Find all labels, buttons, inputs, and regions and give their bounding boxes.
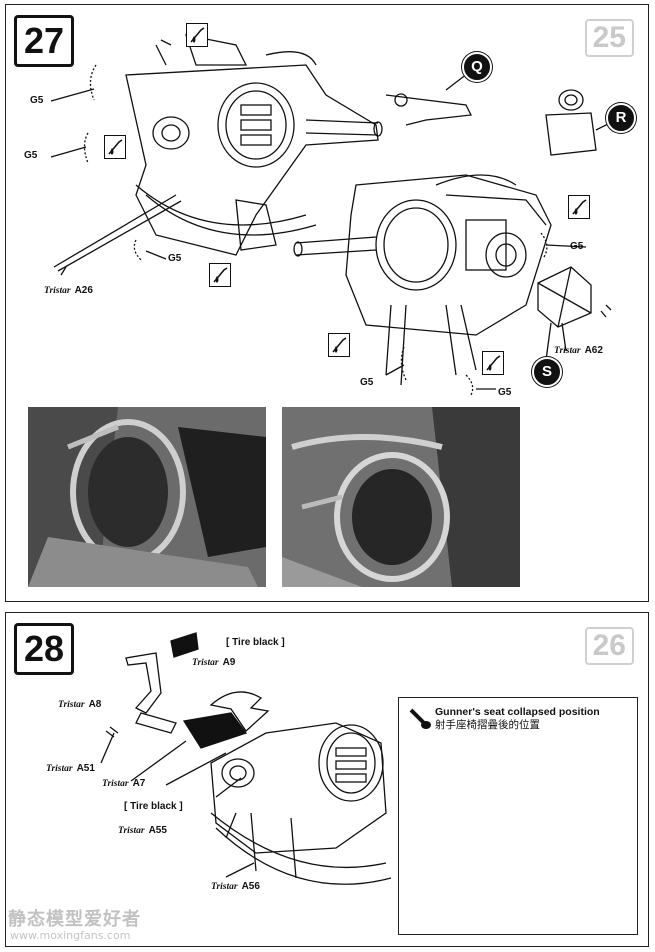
glue-icon: [209, 263, 231, 287]
label-g5: G5: [30, 95, 44, 106]
tristar-brand: Tristar: [44, 286, 71, 296]
reference-photo-right: [282, 407, 520, 587]
inset-title: Gunner's seat collapsed position 射手座椅摺疊後…: [435, 706, 600, 732]
glue-icon: [328, 333, 350, 357]
label-g5: G5: [24, 150, 38, 161]
label-tire-black: [ Tire black ]: [124, 801, 183, 812]
callout-r: R: [606, 103, 636, 133]
ghost-step-number: 25: [584, 19, 634, 57]
glue-icon: [568, 195, 590, 219]
gunner-seat-inset: Gunner's seat collapsed position 射手座椅摺疊後…: [398, 697, 638, 935]
tristar-brand: Tristar: [118, 826, 145, 836]
callout-q: Q: [462, 52, 492, 82]
label-g5: G5: [498, 387, 512, 398]
inset-title-en: Gunner's seat collapsed position: [435, 706, 600, 718]
tristar-brand: Tristar: [554, 346, 581, 356]
glue-icon: [482, 351, 504, 375]
tristar-brand: Tristar: [192, 658, 219, 668]
watermark-url: www.moxingfans.com: [10, 929, 131, 942]
label-g5: G5: [360, 377, 374, 388]
glue-icon: [104, 135, 126, 159]
glue-icon: [186, 23, 208, 47]
step-number: 27: [14, 15, 74, 67]
label-g5: G5: [168, 253, 182, 264]
inset-title-zh: 射手座椅摺疊後的位置: [435, 719, 540, 731]
tristar-brand: Tristar: [58, 700, 85, 710]
callout-s: S: [532, 357, 562, 387]
label-tire-black: [ Tire black ]: [226, 637, 285, 648]
tristar-brand: Tristar: [102, 779, 129, 789]
tristar-brand: Tristar: [211, 882, 238, 892]
note-icon: [409, 708, 431, 729]
tristar-brand: Tristar: [46, 764, 73, 774]
label-g5: G5: [570, 241, 584, 252]
assembly-drawing-step-27: [50, 34, 617, 396]
step-28-panel: 28 26: [5, 612, 649, 947]
ghost-step-number: 26: [584, 627, 634, 665]
step-27-panel: 27 25: [5, 4, 649, 602]
watermark-text: 静态模型爱好者: [8, 909, 141, 930]
reference-photo-left: [28, 407, 266, 587]
step-number: 28: [14, 623, 74, 675]
